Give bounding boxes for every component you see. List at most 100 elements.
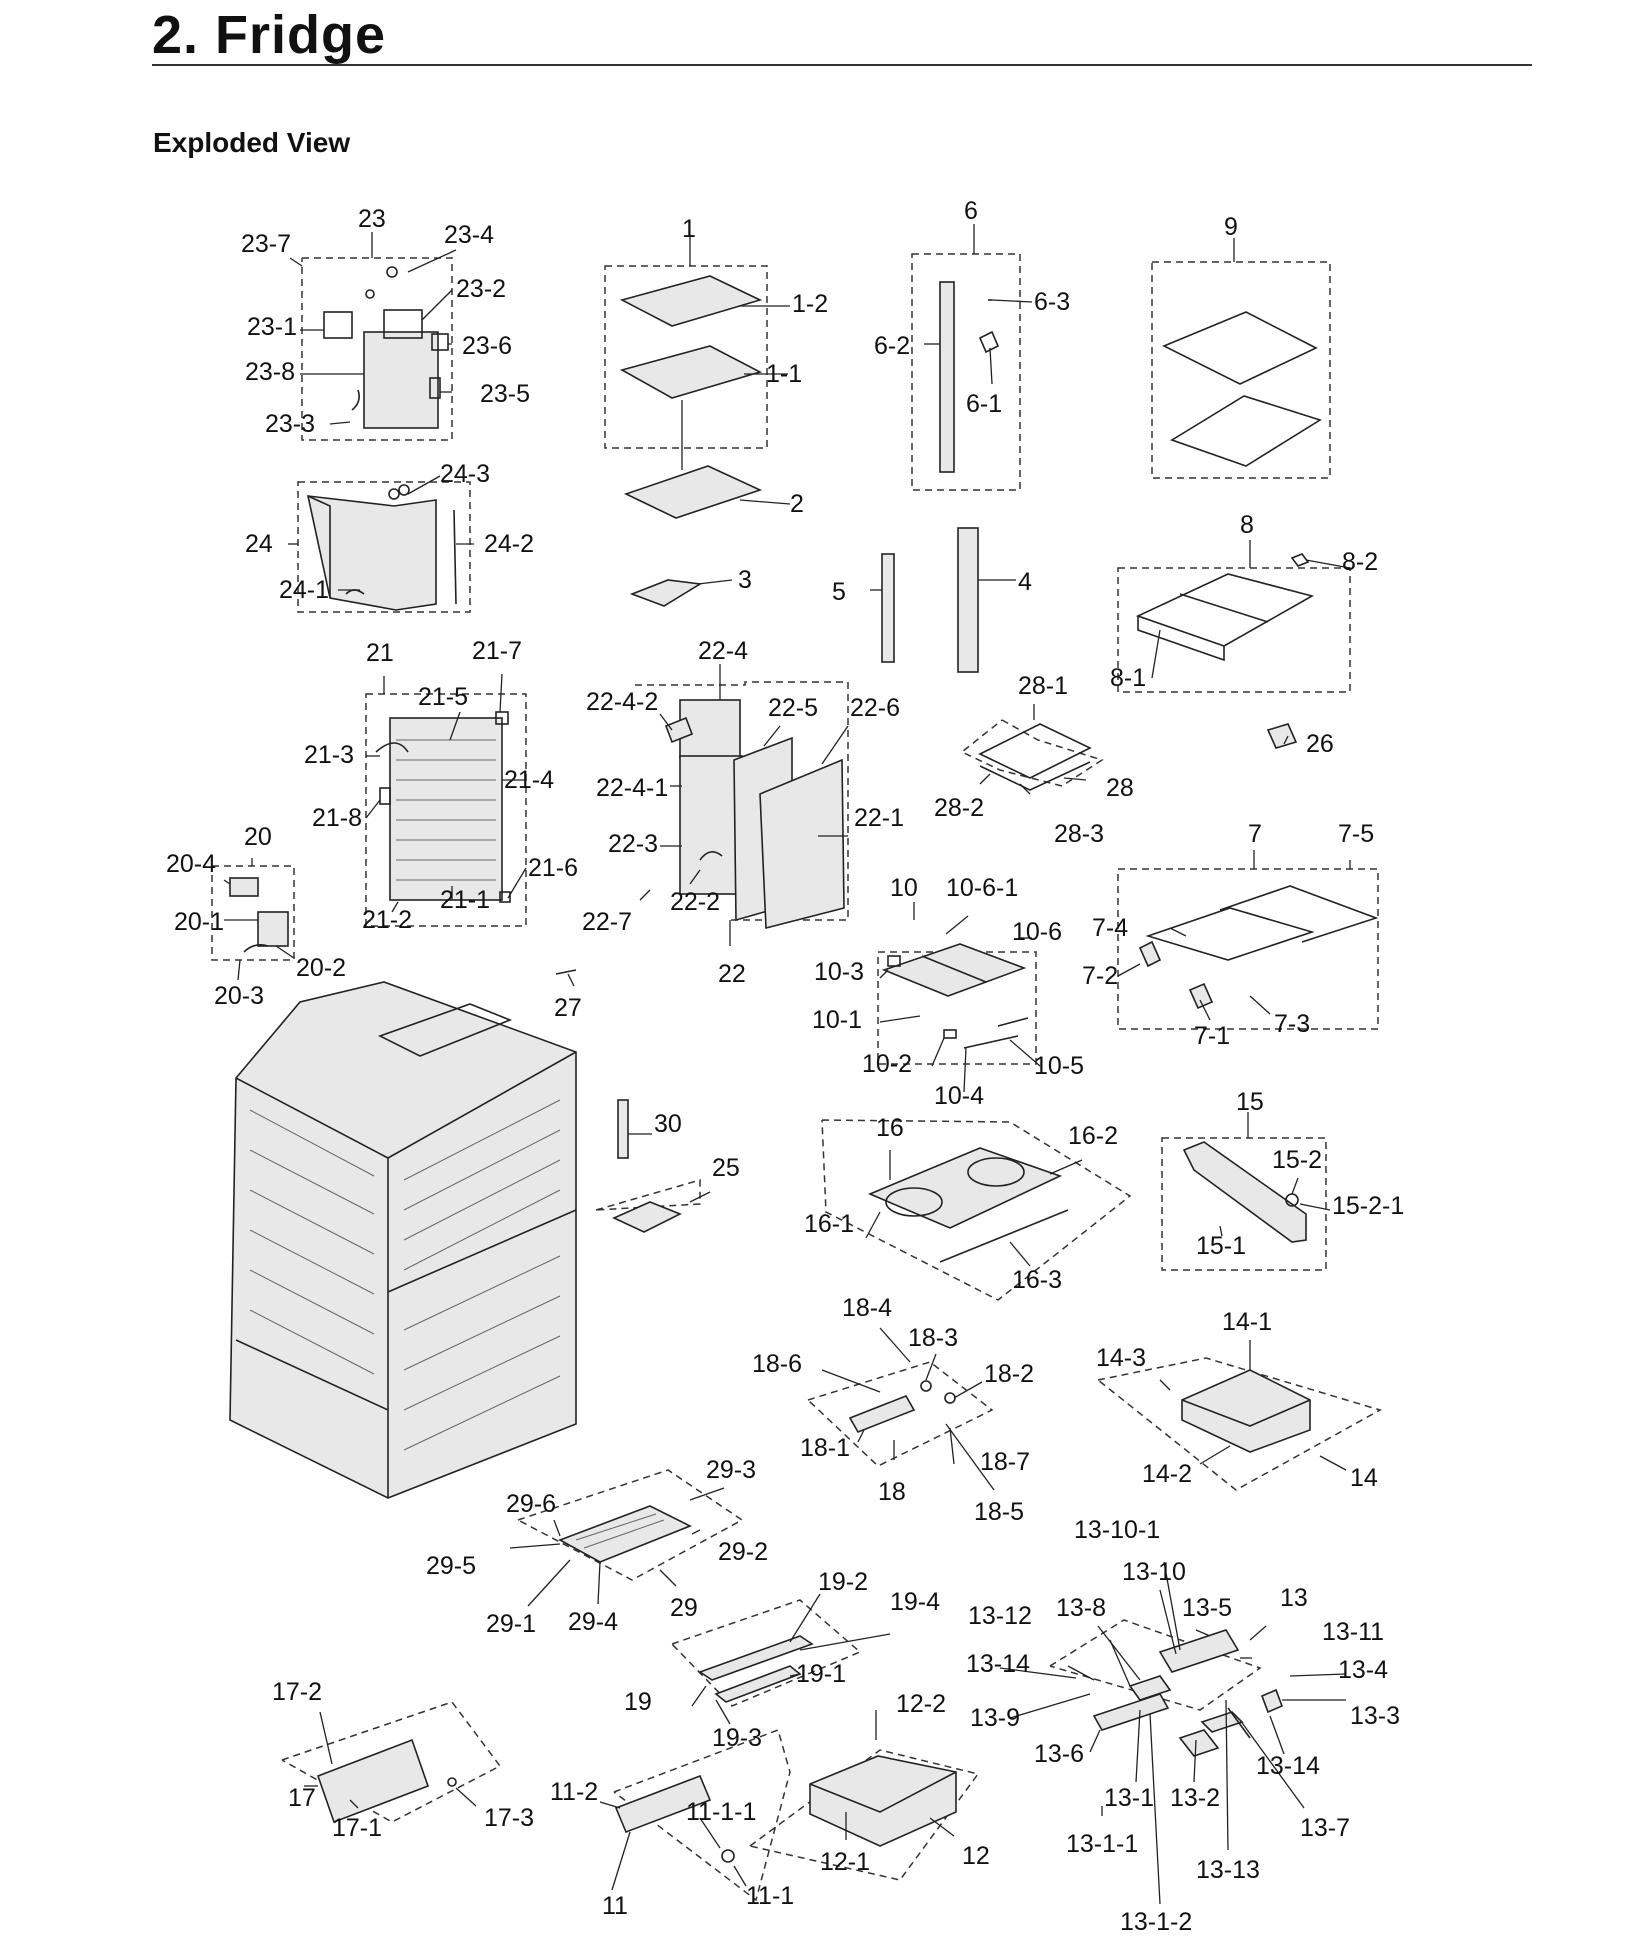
callout-13-1-1: 13-1-1 [1066,1830,1138,1858]
title-rule [152,64,1532,66]
callout-8-1: 8-1 [1110,664,1146,692]
callout-20-4: 20-4 [166,850,216,878]
callout-24-3: 24-3 [440,460,490,488]
callout-19-1: 19-1 [796,1660,846,1688]
callout-10-1: 10-1 [812,1006,862,1034]
callout-18-7: 18-7 [980,1448,1030,1476]
callout-24-1: 24-1 [279,576,329,604]
callout-29-5: 29-5 [426,1552,476,1580]
callout-29: 29 [670,1594,698,1622]
callout-22-6: 22-6 [850,694,900,722]
callout-22-3: 22-3 [608,830,658,858]
callout-13-14a: 13-14 [966,1650,1030,1678]
callout-7-4: 7-4 [1092,914,1128,942]
callout-29-2: 29-2 [718,1538,768,1566]
callout-29-1: 29-1 [486,1610,536,1638]
callout-18-4: 18-4 [842,1294,892,1322]
callout-13-11: 13-11 [1322,1618,1384,1646]
callout-21-5: 21-5 [418,683,468,711]
callout-14: 14 [1350,1464,1378,1492]
callout-13-2: 13-2 [1170,1784,1220,1812]
callout-6-3: 6-3 [1034,288,1070,316]
callout-12-1: 12-1 [820,1848,870,1876]
callout-18-3: 18-3 [908,1324,958,1352]
callout-27: 27 [554,994,582,1022]
callout-29-3: 29-3 [706,1456,756,1484]
callout-21-8: 21-8 [312,804,362,832]
callout-14-1: 14-1 [1222,1308,1272,1336]
callout-13-8: 13-8 [1056,1594,1106,1622]
callout-18-6: 18-6 [752,1350,802,1378]
callout-6-2: 6-2 [874,332,910,360]
callout-6: 6 [964,197,978,225]
callout-17-2: 17-2 [272,1678,322,1706]
callout-22-4: 22-4 [698,637,748,665]
callout-13-3: 13-3 [1350,1702,1400,1730]
callout-13-7: 13-7 [1300,1814,1350,1842]
callout-5: 5 [832,578,846,606]
callout-2: 2 [790,490,804,518]
callout-7-1: 7-1 [1194,1022,1230,1050]
callout-19-2: 19-2 [818,1568,868,1596]
callout-10: 10 [890,874,918,902]
callout-23-5: 23-5 [480,380,530,408]
callout-13-9: 13-9 [970,1704,1020,1732]
callout-19: 19 [624,1688,652,1716]
callout-19-4: 19-4 [890,1588,940,1616]
callout-6-1: 6-1 [966,390,1002,418]
callout-10-6: 10-6 [1012,918,1062,946]
callout-12-2: 12-2 [896,1690,946,1718]
callout-23: 23 [358,205,386,233]
callout-23-1: 23-1 [247,313,297,341]
callout-25: 25 [712,1154,740,1182]
callout-20-1: 20-1 [174,908,224,936]
callout-29-6: 29-6 [506,1490,556,1518]
callout-15-2-1: 15-2-1 [1332,1192,1404,1220]
callout-13-4: 13-4 [1338,1656,1388,1684]
callout-21-7: 21-7 [472,637,522,665]
callout-13-1: 13-1 [1104,1784,1154,1812]
callout-20-3: 20-3 [214,982,264,1010]
callout-18-1: 18-1 [800,1434,850,1462]
callout-23-3: 23-3 [265,410,315,438]
callout-7-5: 7-5 [1338,820,1374,848]
callout-8: 8 [1240,511,1254,539]
callout-9: 9 [1224,213,1238,241]
callout-22: 22 [718,960,746,988]
callout-19-3: 19-3 [712,1724,762,1752]
callout-7-2: 7-2 [1082,962,1118,990]
callout-15-1: 15-1 [1196,1232,1246,1260]
callout-22-2: 22-2 [670,888,720,916]
callout-13-12: 13-12 [968,1602,1032,1630]
callout-29-4: 29-4 [568,1608,618,1636]
callout-13-5: 13-5 [1182,1594,1232,1622]
callout-21-1: 21-1 [440,886,490,914]
section-title: Exploded View [153,127,351,158]
callout-10-3: 10-3 [814,958,864,986]
callout-26: 26 [1306,730,1334,758]
callout-16-1: 16-1 [804,1210,854,1238]
callout-23-2: 23-2 [456,275,506,303]
callout-11: 11 [602,1892,628,1920]
callout-22-7: 22-7 [582,908,632,936]
callout-14-3: 14-3 [1096,1344,1146,1372]
callout-21-4: 21-4 [504,766,554,794]
callout-22-5: 22-5 [768,694,818,722]
callout-24: 24 [245,530,273,558]
callout-22-4-1: 22-4-1 [596,774,668,802]
callout-15-2: 15-2 [1272,1146,1322,1174]
part-drawings [229,266,1379,1863]
callout-18-2: 18-2 [984,1360,1034,1388]
callout-11-2: 11-2 [550,1778,598,1806]
callout-16: 16 [876,1114,904,1142]
callout-8-2: 8-2 [1342,548,1378,576]
callout-13-13: 13-13 [1196,1856,1260,1884]
callout-10-4: 10-4 [934,1082,984,1110]
callout-10-5: 10-5 [1034,1052,1084,1080]
group-boxes [211,253,1382,1902]
callout-21-3: 21-3 [304,741,354,769]
callout-20: 20 [244,823,272,851]
callout-22-1: 22-1 [854,804,904,832]
callout-20-2: 20-2 [296,954,346,982]
